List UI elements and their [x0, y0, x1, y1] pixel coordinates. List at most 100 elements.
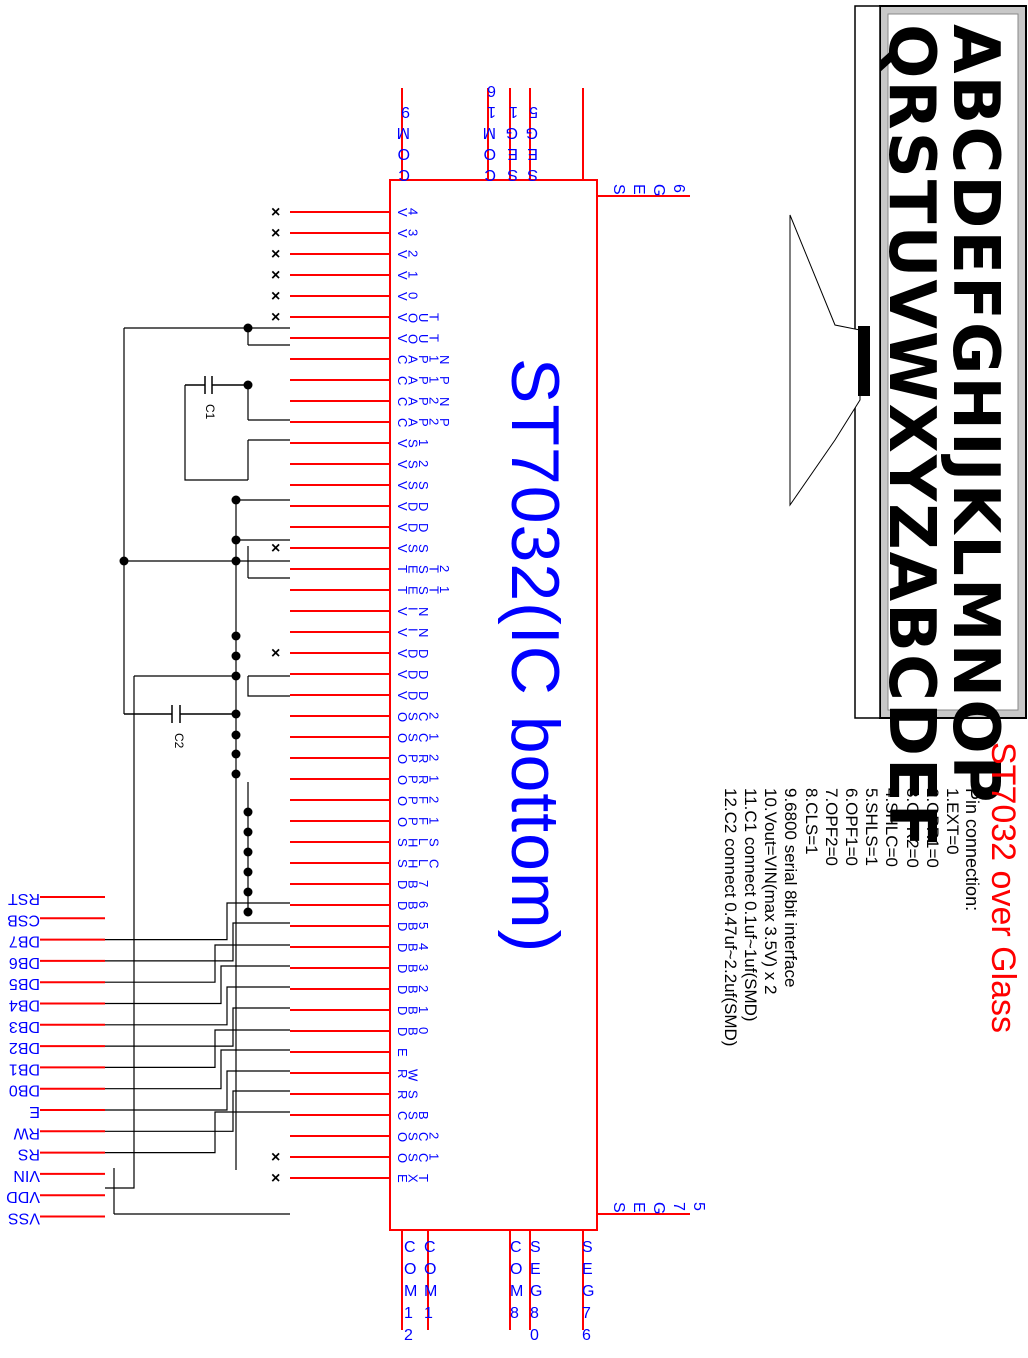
ic-pin-label: VIN [395, 628, 431, 637]
svg-text:V: V [395, 691, 410, 700]
svg-text:S: S [416, 565, 431, 574]
svg-text:G: G [650, 1202, 667, 1214]
ic-pin-label: RW [395, 1069, 421, 1082]
wire [105, 1007, 290, 1047]
svg-text:I: I [406, 607, 421, 611]
junction-dot [231, 495, 241, 505]
ic-pin-label: VDD [395, 670, 431, 679]
svg-text:2: 2 [406, 250, 421, 257]
wire [105, 986, 290, 1026]
ic-pin-label: VSS [395, 481, 431, 490]
junction-dot [243, 807, 253, 817]
svg-text:8: 8 [510, 1305, 519, 1322]
no-connect-x: × [271, 204, 280, 221]
svg-text:G: G [506, 124, 518, 141]
svg-text:S: S [406, 544, 421, 553]
wire [105, 1049, 290, 1090]
svg-text:P: P [406, 796, 421, 805]
ic-pin-label: VDD [395, 523, 431, 532]
svg-text:C: C [395, 355, 410, 364]
svg-text:P: P [437, 376, 452, 385]
interface-signal-label: RW [13, 1124, 40, 1141]
svg-text:O: O [395, 796, 410, 806]
svg-text:O: O [395, 712, 410, 722]
junction-dot [231, 535, 241, 545]
svg-text:9: 9 [401, 103, 410, 120]
ic-pin-label: DB5 [395, 922, 431, 931]
pin-connection-item: 9.6800 serial 8bit interface [781, 788, 801, 988]
svg-text:P: P [416, 418, 431, 427]
svg-text:D: D [395, 901, 410, 910]
svg-text:M: M [483, 124, 496, 141]
svg-text:C: C [484, 166, 496, 183]
svg-text:S: S [406, 460, 421, 469]
svg-text:B: B [406, 985, 421, 994]
svg-text:E: E [527, 145, 538, 162]
svg-text:M: M [424, 1283, 437, 1300]
svg-text:E: E [530, 1261, 541, 1278]
svg-text:C: C [395, 376, 410, 385]
svg-text:S: S [406, 1153, 421, 1162]
ic-body [389, 179, 598, 1231]
svg-text:V: V [395, 607, 410, 616]
svg-text:S: S [406, 481, 421, 490]
ic-pin-label: EXT [395, 1174, 431, 1183]
svg-text:V: V [395, 208, 410, 217]
svg-text:C: C [424, 1239, 436, 1256]
svg-text:D: D [416, 649, 431, 658]
svg-text:0: 0 [416, 1027, 431, 1034]
svg-text:1: 1 [424, 1305, 433, 1322]
wire [105, 965, 290, 1005]
svg-text:M: M [404, 1283, 417, 1300]
ic-pin-label: RS [395, 1090, 421, 1099]
svg-text:S: S [530, 1239, 541, 1256]
svg-text:C: C [510, 1239, 522, 1256]
svg-text:2: 2 [427, 397, 442, 404]
svg-text:D: D [395, 964, 410, 973]
svg-text:O: O [398, 145, 410, 162]
ic-pin-label: VDD [395, 502, 431, 511]
chip-label: ST7032(IC bottom) [497, 358, 573, 954]
junction-dot [243, 887, 253, 897]
ic-pin-label: VDD [395, 691, 431, 700]
svg-text:T: T [395, 565, 410, 573]
wire [105, 1111, 290, 1154]
svg-text:C: C [395, 397, 410, 406]
ic-pin-label: DB7 [395, 880, 431, 889]
svg-text:2: 2 [427, 1132, 442, 1139]
svg-text:V: V [395, 271, 410, 280]
svg-text:S: S [406, 1132, 421, 1141]
svg-text:S: S [527, 166, 538, 183]
svg-text:B: B [406, 943, 421, 952]
wire [105, 922, 290, 962]
svg-text:3: 3 [406, 229, 421, 236]
ic-pin-label: V4 [395, 208, 421, 217]
c2-label: C2 [172, 733, 186, 749]
svg-text:0: 0 [530, 1327, 539, 1344]
svg-text:6: 6 [582, 1327, 591, 1344]
svg-text:6: 6 [670, 184, 687, 193]
svg-text:T: T [427, 313, 442, 321]
svg-text:O: O [395, 733, 410, 743]
svg-text:F: F [416, 817, 431, 825]
svg-text:2: 2 [437, 565, 452, 572]
svg-text:T: T [427, 334, 442, 342]
no-connect-x: × [271, 1149, 280, 1166]
interface-signal-label: RS [18, 1146, 40, 1163]
svg-text:S: S [427, 838, 442, 847]
svg-text:D: D [395, 1027, 410, 1036]
no-connect-x: × [271, 540, 280, 557]
svg-text:R: R [395, 1069, 410, 1078]
svg-text:P: P [406, 775, 421, 784]
junction-dot [119, 556, 129, 566]
